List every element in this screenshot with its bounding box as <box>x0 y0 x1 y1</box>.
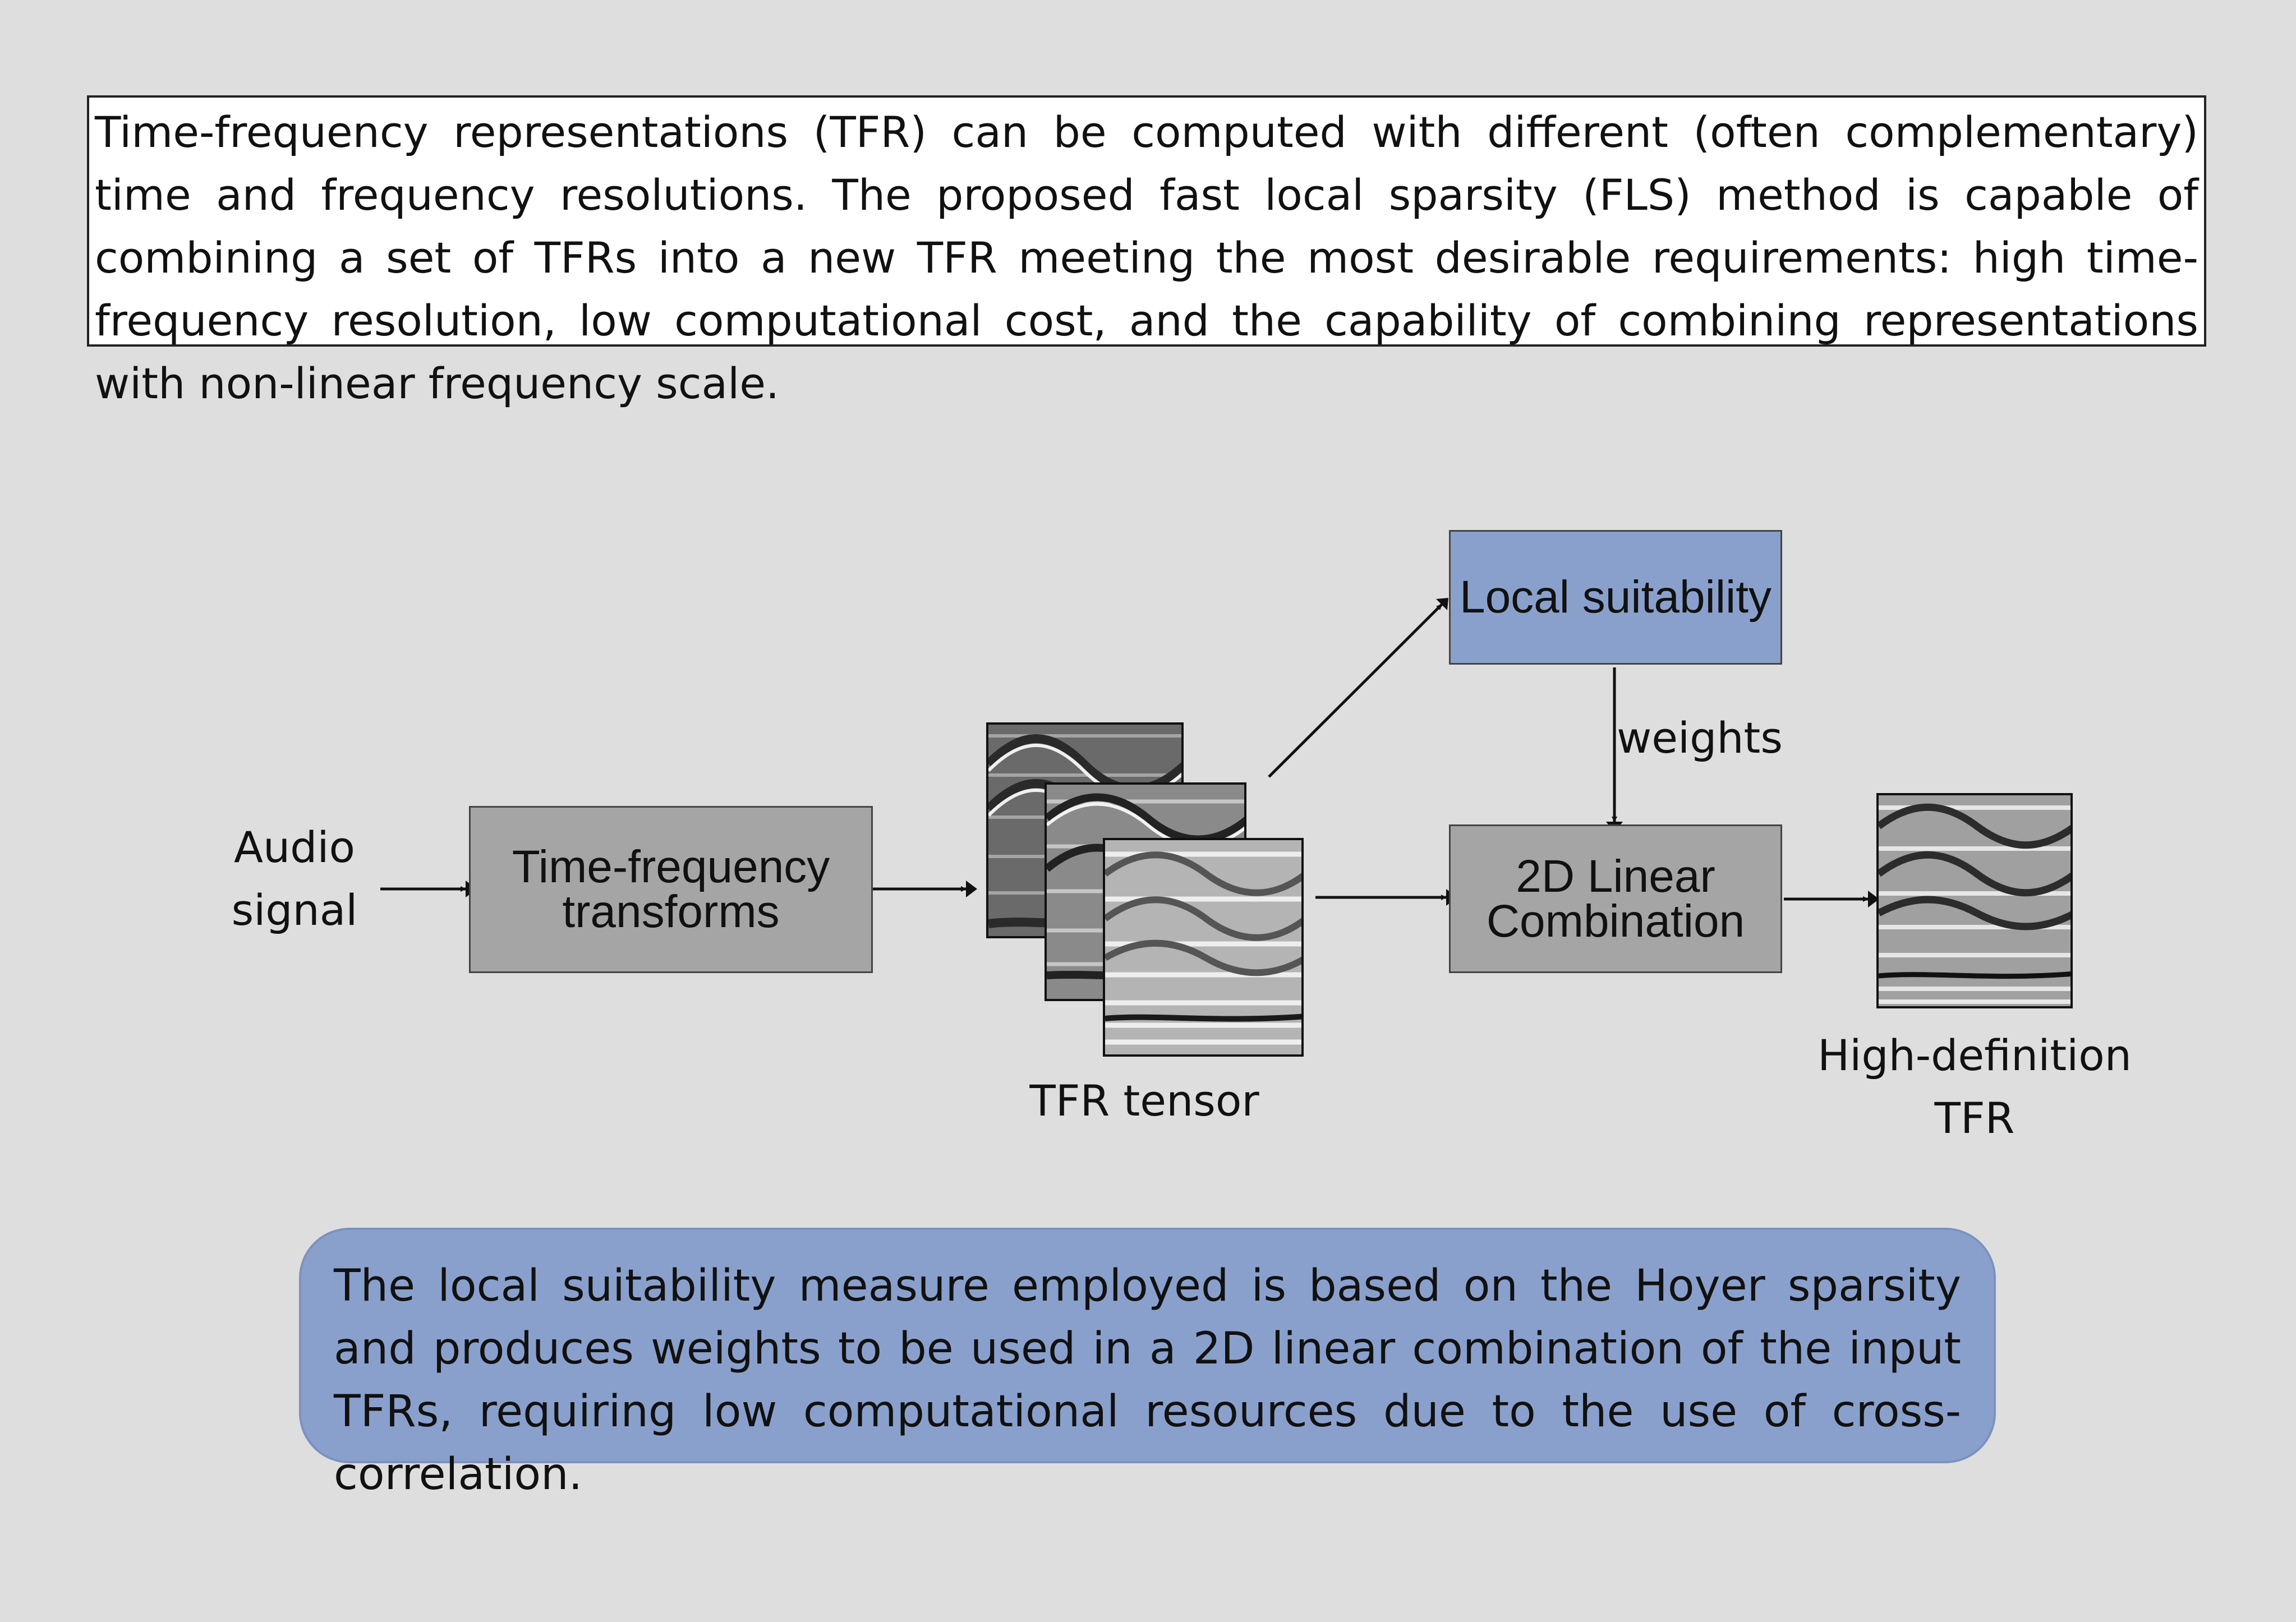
output-label-line1: High-definition <box>1818 1030 2132 1080</box>
output-label-line2: TFR <box>1934 1093 2015 1143</box>
transform-box: Time-frequency transforms <box>469 806 873 973</box>
transform-box-line1: Time-frequency <box>512 841 830 892</box>
local-suitability-box: Local suitability <box>1449 530 1782 665</box>
combination-box-line1: 2D Linear <box>1516 850 1715 902</box>
spectrogram-image <box>1105 840 1301 1054</box>
combination-box-line2: Combination <box>1486 895 1745 947</box>
transform-box-line2: transforms <box>562 886 780 937</box>
weights-label: weights <box>1617 713 1783 763</box>
tfr-tensor-layer-3 <box>1103 838 1304 1057</box>
tfr-tensor-label: TFR tensor <box>1029 1076 1259 1126</box>
summary-description: The local suitability measure employed i… <box>299 1228 1996 1500</box>
audio-signal-line2: signal <box>231 885 358 935</box>
arrow-tensor-to-suitability <box>1268 603 1443 778</box>
high-definition-tfr-image <box>1876 793 2073 1008</box>
linear-combination-box: 2D Linear Combination <box>1449 824 1782 973</box>
intro-description: Time-frequency representations (TFR) can… <box>87 95 2206 408</box>
audio-signal-label: Audio signal <box>216 816 373 942</box>
high-definition-tfr-label: High-definition TFR <box>1795 1024 2154 1150</box>
audio-signal-line1: Audio <box>233 822 355 872</box>
spectrogram-image <box>1879 795 2070 1006</box>
